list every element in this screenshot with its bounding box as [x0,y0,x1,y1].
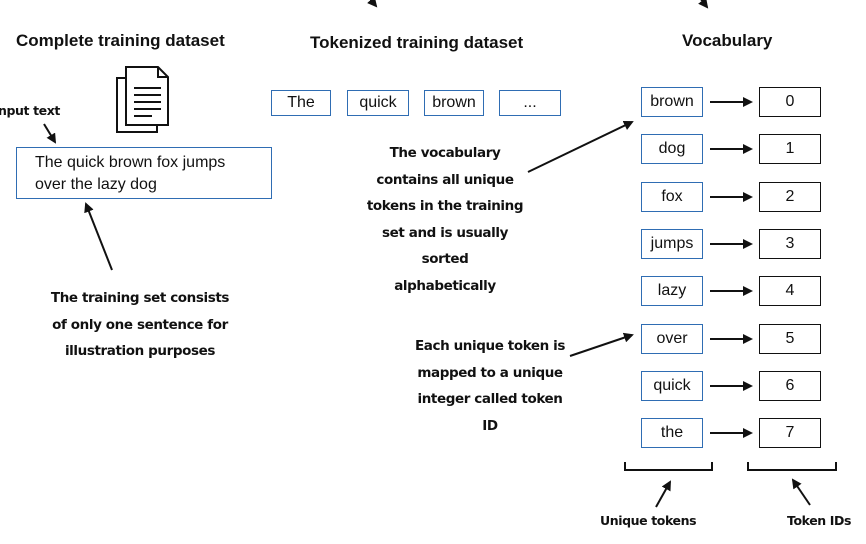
vocab-token-id: 7 [759,418,821,448]
input-text-line-2: over the lazy dog [35,176,157,193]
vocab-token: brown [641,87,703,117]
tokenized-token: quick [347,90,409,116]
top-cropped-arrow-right [698,0,709,9]
vocab-token: jumps [641,229,703,259]
unique-tokens-arrow [655,480,671,508]
vocab-token: fox [641,182,703,212]
tokenized-token-ellipsis: ... [499,90,561,116]
input-text-line-1: The quick brown fox jumps [35,154,226,171]
vocab-token: over [641,324,703,354]
vocab-row: lazy 4 [0,276,866,306]
vocab-token: dog [641,134,703,164]
top-cropped-arrow-left [367,0,378,8]
token-ids-arrow [791,478,811,506]
vocab-token-id: 6 [759,371,821,401]
mapping-note: Each unique token is mapped to a unique … [414,338,566,434]
training-set-arrow [84,202,113,271]
vocab-token-id: 1 [759,134,821,164]
vocab-token-id: 0 [759,87,821,117]
vocab-row: jumps 3 [0,229,866,259]
unique-tokens-label: Unique tokens [600,513,697,528]
vocab-token-id: 3 [759,229,821,259]
tokenized-token: The [271,90,331,116]
vocabulary-note: The vocabulary contains all unique token… [366,145,524,294]
input-text-label: nput text [0,103,60,118]
training-set-note: The training set consists of only one se… [50,290,230,359]
vocabulary-heading: Vocabulary [682,31,773,50]
vocab-row: the 7 [0,418,866,448]
vocabulary-note-arrow [527,120,634,173]
mapping-note-arrow [569,332,634,357]
vocab-token: quick [641,371,703,401]
vocab-token-id: 2 [759,182,821,212]
vocab-token: the [641,418,703,448]
vocab-token: lazy [641,276,703,306]
unique-tokens-bracket [624,462,713,471]
complete-dataset-heading: Complete training dataset [16,31,225,50]
vocab-row: over 5 [0,324,866,354]
vocab-row: brown 0 [0,87,866,117]
tokenized-dataset-heading: Tokenized training dataset [310,33,524,52]
token-ids-label: Token IDs [787,513,852,528]
vocab-row: quick 6 [0,371,866,401]
token-ids-bracket [747,462,837,471]
document-icon [116,66,169,133]
vocab-row: fox 2 [0,182,866,212]
tokenized-token: brown [424,90,484,116]
vocab-token-id: 4 [759,276,821,306]
input-text-box: The quick brown fox jumps over the lazy … [16,147,272,199]
input-label-arrow [43,123,57,144]
vocab-row: dog 1 [0,134,866,164]
vocab-token-id: 5 [759,324,821,354]
